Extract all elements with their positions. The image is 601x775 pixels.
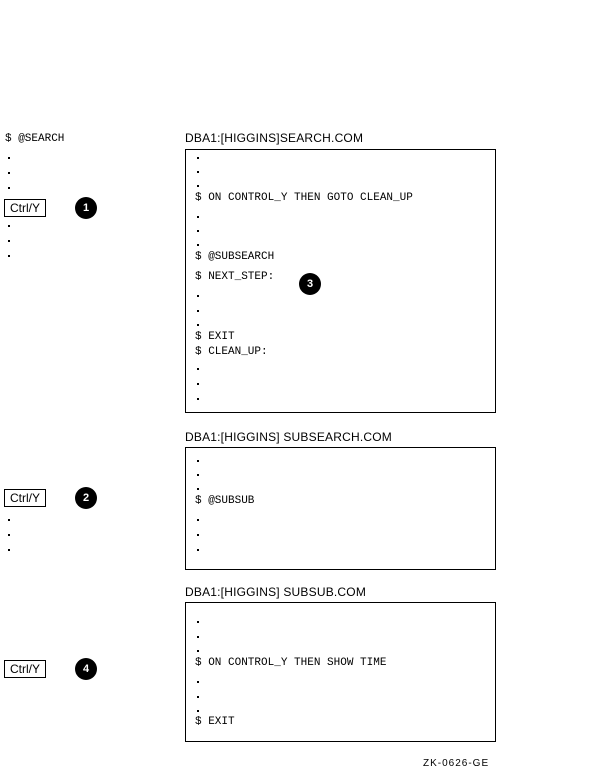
ellipsis-dot xyxy=(197,324,199,326)
search-command: $ @SEARCH xyxy=(5,133,65,145)
ellipsis-dot xyxy=(8,534,10,536)
ellipsis-dot xyxy=(8,549,10,551)
code-line: $ EXIT xyxy=(195,331,235,343)
subsub-com-panel: $ ON CONTROL_Y THEN SHOW TIME $ EXIT xyxy=(185,602,496,742)
code-line: $ ON CONTROL_Y THEN SHOW TIME xyxy=(195,657,387,669)
callout-1: 1 xyxy=(75,197,97,219)
code-line: $ NEXT_STEP: xyxy=(195,271,275,283)
code-line: $ ON CONTROL_Y THEN GOTO CLEAN_UP xyxy=(195,192,413,204)
ellipsis-dot xyxy=(197,650,199,652)
ellipsis-dot xyxy=(8,172,10,174)
subsearch-com-panel: $ @SUBSUB xyxy=(185,447,496,570)
ellipsis-dot xyxy=(197,696,199,698)
ellipsis-dot xyxy=(8,519,10,521)
ctrl-y-key-1: Ctrl/Y xyxy=(4,199,46,217)
ellipsis-dot xyxy=(197,398,199,400)
panel-title-subsub: DBA1:[HIGGINS] SUBSUB.COM xyxy=(185,585,367,599)
panel-title-search: DBA1:[HIGGINS]SEARCH.COM xyxy=(185,131,364,145)
ellipsis-dot xyxy=(197,621,199,623)
code-line: $ CLEAN_UP: xyxy=(195,346,268,358)
ellipsis-dot xyxy=(8,225,10,227)
callout-3: 3 xyxy=(299,273,321,295)
search-com-panel: $ ON CONTROL_Y THEN GOTO CLEAN_UP $ @SUB… xyxy=(185,149,496,413)
ellipsis-dot xyxy=(197,681,199,683)
callout-4: 4 xyxy=(75,658,97,680)
ellipsis-dot xyxy=(197,310,199,312)
ellipsis-dot xyxy=(197,295,199,297)
ctrl-y-key-2: Ctrl/Y xyxy=(4,489,46,507)
ellipsis-dot xyxy=(197,185,199,187)
ellipsis-dot xyxy=(197,636,199,638)
ellipsis-dot xyxy=(8,240,10,242)
ellipsis-dot xyxy=(197,534,199,536)
code-line: $ @SUBSEARCH xyxy=(195,251,275,263)
ellipsis-dot xyxy=(197,244,199,246)
ellipsis-dot xyxy=(197,383,199,385)
code-line: $ EXIT xyxy=(195,716,235,728)
ellipsis-dot xyxy=(197,549,199,551)
ellipsis-dot xyxy=(197,519,199,521)
ellipsis-dot xyxy=(197,488,199,490)
ellipsis-dot xyxy=(8,157,10,159)
panel-title-subsearch: DBA1:[HIGGINS] SUBSEARCH.COM xyxy=(185,430,392,444)
ellipsis-dot xyxy=(197,474,199,476)
ellipsis-dot xyxy=(197,216,199,218)
ellipsis-dot xyxy=(197,368,199,370)
ellipsis-dot xyxy=(8,255,10,257)
ctrl-y-key-3: Ctrl/Y xyxy=(4,660,46,678)
callout-2: 2 xyxy=(75,487,97,509)
code-line: $ @SUBSUB xyxy=(195,495,255,507)
figure-code: ZK-0626-GE xyxy=(423,758,490,769)
ellipsis-dot xyxy=(197,710,199,712)
ellipsis-dot xyxy=(197,460,199,462)
ellipsis-dot xyxy=(197,157,199,159)
ellipsis-dot xyxy=(197,171,199,173)
ellipsis-dot xyxy=(197,230,199,232)
ellipsis-dot xyxy=(8,187,10,189)
